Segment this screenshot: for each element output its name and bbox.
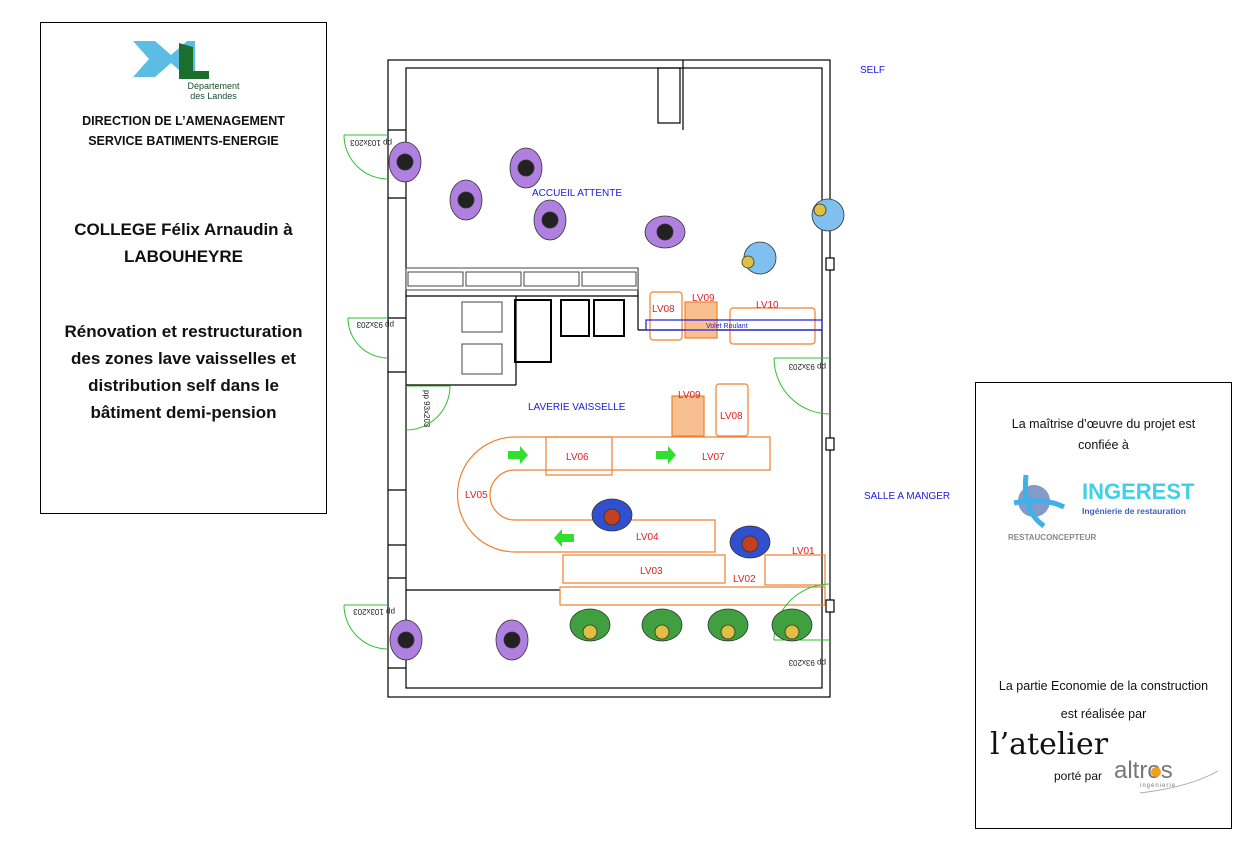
doors (343, 134, 831, 650)
title-block-right: La maîtrise d’œuvre du projet est confié… (975, 382, 1232, 829)
carts (461, 301, 503, 375)
equipment-label: LV02 (733, 574, 756, 585)
project-line-4: bâtiment demi-pension (90, 403, 277, 422)
equipment-label: LV10 (756, 300, 779, 311)
room-label-salle: SALLE A MANGER (864, 491, 950, 502)
equipment-label: LV09 (692, 293, 715, 304)
ingerest-logo: INGEREST Ingénierie de restauration REST… (1004, 471, 1204, 546)
project-line-3: distribution self dans le (88, 376, 279, 395)
counter (405, 267, 639, 291)
door-labels: pp 103x203 pp 93x203 pp 93x203 pp 93x203… (350, 138, 826, 667)
project-line-2: des zones lave vaisselles et (71, 349, 296, 368)
eco-line-2: est réalisée par (1060, 707, 1147, 721)
equipment-label: LV06 (566, 452, 589, 463)
equipment-label: LV08 (720, 411, 743, 422)
moe-line-1: La maîtrise d’œuvre du projet est (1011, 417, 1196, 431)
arrow-right-icon (508, 446, 528, 464)
volet-roulant-label: Volet Roulant (706, 323, 748, 330)
title-block-left: Département des Landes DIRECTION DE L’AM… (40, 22, 327, 514)
equipment-label: LV08 (652, 304, 675, 315)
door-label: pp 93x203 (422, 390, 431, 428)
atelier-altros-logo: l’atelier porté par altros ingénierie (990, 727, 1230, 797)
door-label: pp 93x203 (356, 320, 394, 329)
moe-line-2: confiée à (1078, 438, 1129, 452)
arrow-right-icon (656, 446, 676, 464)
person-icon (591, 498, 771, 559)
door-label: pp 103x203 (353, 607, 395, 616)
room-label-self: SELF (860, 65, 885, 76)
altros-name: altros (1114, 757, 1173, 784)
ingerest-name: INGEREST (1082, 479, 1195, 504)
equipment-label: LV07 (702, 452, 725, 463)
equipment-label: LV09 (678, 390, 701, 401)
equipment-label: LV04 (636, 532, 659, 543)
eco-line-1: La partie Economie de la construction (998, 679, 1209, 693)
logo-text-2: des Landes (190, 91, 237, 101)
door-label: pp 93x203 (788, 362, 826, 371)
door-label: pp 93x203 (788, 658, 826, 667)
atelier-carried: porté par (1054, 769, 1103, 783)
altros-sub: ingénierie (1140, 783, 1177, 789)
equipment-label: LV03 (640, 566, 663, 577)
college-name-line2: LABOUHEYRE (123, 247, 243, 266)
college-name-line1: COLLEGE Félix Arnaudin à (74, 220, 293, 239)
people (388, 141, 845, 661)
service-label: SERVICE BATIMENTS-ENERGIE (88, 134, 279, 148)
logo-text-1: Département (187, 81, 240, 91)
flow-arrows (508, 446, 676, 547)
ingerest-tagline: Ingénierie de restauration (1082, 506, 1186, 516)
project-line-1: Rénovation et restructuration (64, 322, 303, 341)
room-label-accueil: ACCUEIL ATTENTE (532, 188, 622, 199)
arrow-left-icon (554, 529, 574, 547)
direction-label: DIRECTION DE L’AMENAGEMENT (82, 114, 285, 128)
person-icon (569, 608, 813, 642)
room-label-laverie: LAVERIE VAISSELLE (528, 402, 626, 413)
racks (514, 299, 625, 363)
departement-landes-logo (133, 41, 209, 79)
equipment-label: LV05 (465, 490, 488, 501)
ingerest-sub: RESTAUCONCEPTEUR (1008, 533, 1097, 542)
conveyor (456, 291, 826, 606)
equipment-label: LV01 (792, 546, 815, 557)
walls (387, 59, 835, 698)
logo-caption: Département des Landes (101, 81, 326, 101)
person-icon (388, 141, 686, 661)
atelier-name: l’atelier (990, 727, 1109, 762)
door-label: pp 103x203 (350, 138, 392, 147)
